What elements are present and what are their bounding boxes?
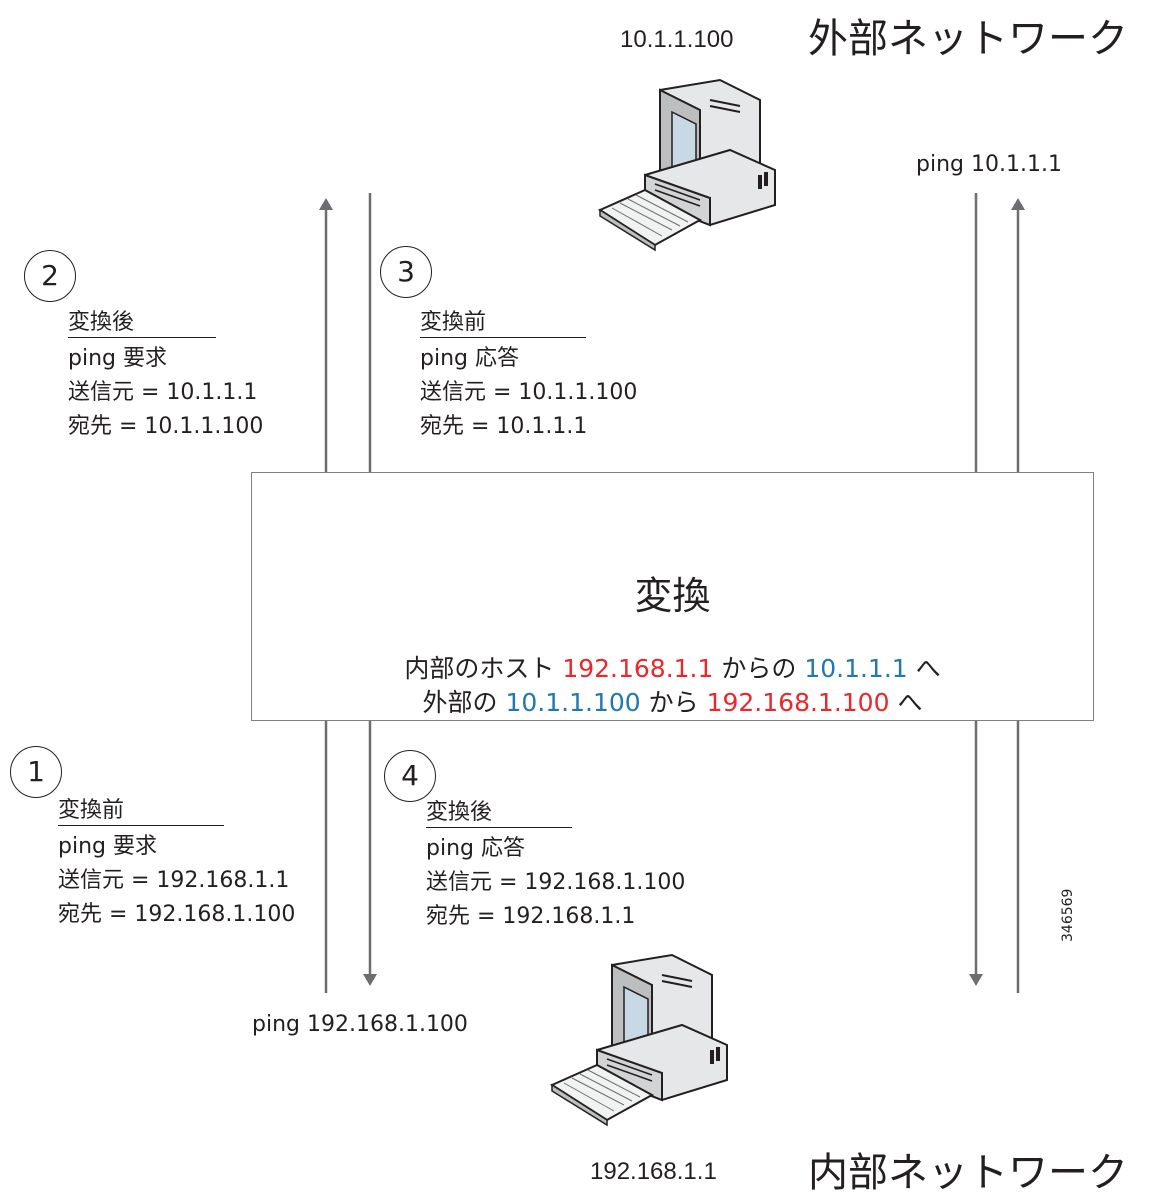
translation-title: 変換 bbox=[634, 574, 711, 618]
internal-host-ip: 192.168.1.1 bbox=[590, 1158, 717, 1185]
step-4-destination: 宛先 = 192.168.1.1 bbox=[426, 904, 636, 929]
step-3-number: 3 bbox=[380, 246, 432, 298]
external-network-label: 外部ネットワーク bbox=[808, 16, 1128, 62]
ping-internal-label: ping 192.168.1.100 bbox=[252, 1012, 468, 1037]
step-3-title: 変換前 bbox=[420, 309, 586, 338]
step-1-block: 変換前 ping 要求 送信元 = 192.168.1.1 宛先 = 192.1… bbox=[58, 794, 295, 932]
translation-rule-outside: 外部の 10.1.1.100 から 192.168.1.100 へ bbox=[422, 688, 923, 717]
step-1-title: 変換前 bbox=[58, 797, 224, 826]
figure-id: 346569 bbox=[1060, 888, 1076, 942]
step-1-number: 1 bbox=[10, 746, 62, 798]
step-3-source: 送信元 = 10.1.1.100 bbox=[420, 380, 638, 405]
step-3-message: ping 応答 bbox=[420, 346, 519, 371]
step-2-message: ping 要求 bbox=[68, 346, 167, 371]
step-3-destination: 宛先 = 10.1.1.1 bbox=[420, 414, 588, 439]
step-2-number: 2 bbox=[24, 250, 76, 302]
step-2-source: 送信元 = 10.1.1.1 bbox=[68, 380, 258, 405]
step-4-source: 送信元 = 192.168.1.100 bbox=[426, 870, 686, 895]
step-1-source: 送信元 = 192.168.1.1 bbox=[58, 868, 290, 893]
step-3-block: 変換前 ping 応答 送信元 = 10.1.1.100 宛先 = 10.1.1… bbox=[420, 306, 637, 444]
translation-box: 変換 内部のホスト 192.168.1.1 からの 10.1.1.1 へ 外部の… bbox=[251, 472, 1094, 721]
step-4-title: 変換後 bbox=[426, 799, 572, 828]
step-4-number: 4 bbox=[384, 750, 436, 802]
translation-rule-inside: 内部のホスト 192.168.1.1 からの 10.1.1.1 へ bbox=[404, 654, 941, 683]
step-4-block: 変換後 ping 応答 送信元 = 192.168.1.100 宛先 = 192… bbox=[426, 796, 685, 934]
step-2-destination: 宛先 = 10.1.1.100 bbox=[68, 414, 264, 439]
external-host-ip: 10.1.1.100 bbox=[620, 26, 734, 53]
ping-external-label: ping 10.1.1.1 bbox=[916, 152, 1062, 177]
step-4-message: ping 応答 bbox=[426, 836, 525, 861]
step-1-destination: 宛先 = 192.168.1.100 bbox=[58, 902, 296, 927]
step-1-message: ping 要求 bbox=[58, 834, 157, 859]
step-2-title: 変換後 bbox=[68, 309, 216, 338]
internal-network-label: 内部ネットワーク bbox=[808, 1150, 1128, 1196]
step-2-block: 変換後 ping 要求 送信元 = 10.1.1.1 宛先 = 10.1.1.1… bbox=[68, 306, 263, 444]
